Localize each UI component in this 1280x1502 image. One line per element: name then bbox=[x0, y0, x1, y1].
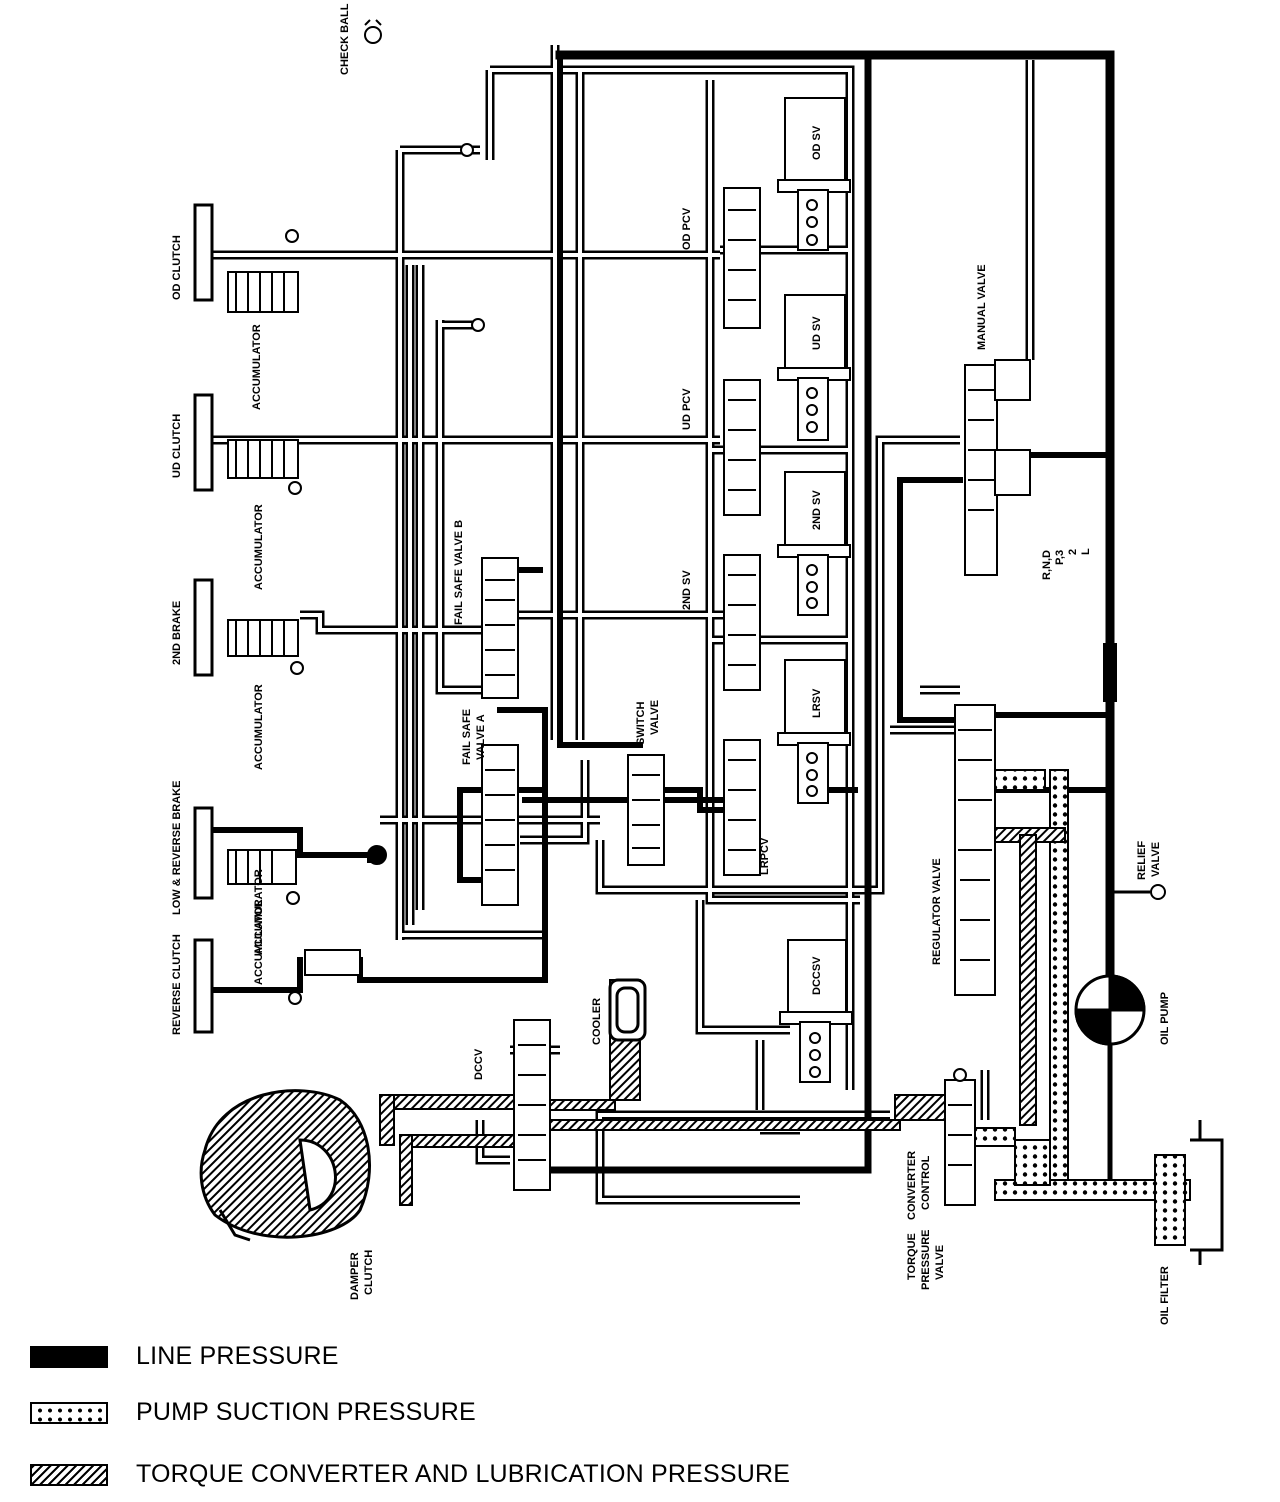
label-range-2: P,3 bbox=[1054, 550, 1066, 565]
label-tcc-1: TORQUE bbox=[906, 1233, 918, 1280]
label-oil-pump: OIL PUMP bbox=[1159, 992, 1171, 1045]
relief-valve bbox=[1110, 884, 1166, 900]
label-manual-valve: MANUAL VALVE bbox=[976, 264, 988, 350]
ud-sv bbox=[777, 294, 851, 441]
label-reverse-clutch: REVERSE CLUTCH bbox=[171, 934, 183, 1035]
cooler bbox=[608, 978, 647, 1042]
line-pressure-label: LINE PRESSURE bbox=[136, 1342, 339, 1370]
reverse-accumulator bbox=[288, 949, 361, 1005]
label-fail-safe-a-1: FAIL SAFE bbox=[461, 709, 473, 765]
torque-pressure-valve bbox=[944, 1068, 976, 1206]
2nd-pcv bbox=[723, 554, 761, 691]
label-range-3: 2 bbox=[1067, 549, 1079, 555]
label-ud-clutch: UD CLUTCH bbox=[171, 414, 183, 478]
label-lrsv: LRSV bbox=[811, 688, 823, 718]
dccv-valve bbox=[513, 1019, 551, 1191]
label-relief-1: RELIEF bbox=[1136, 841, 1148, 880]
ud-pcv bbox=[723, 379, 761, 516]
label-fail-safe-a-2: VALVE A bbox=[475, 714, 487, 760]
accumulators bbox=[227, 229, 361, 1005]
label-accumulator-4: ACCUMULATOR bbox=[253, 869, 265, 955]
torque-converter-label: TORQUE CONVERTER AND LUBRICATION PRESSUR… bbox=[136, 1460, 791, 1488]
label-damper-2: CLUTCH bbox=[363, 1250, 375, 1295]
ud-accumulator bbox=[227, 439, 302, 495]
low-reverse-accumulator bbox=[227, 849, 300, 905]
thin-passages bbox=[212, 45, 1035, 1205]
manual-valve bbox=[964, 359, 1031, 576]
od-accumulator bbox=[227, 229, 299, 313]
oil-pump bbox=[1074, 974, 1146, 1180]
oil-filter bbox=[1190, 1120, 1224, 1265]
label-dccsv: DCCSV bbox=[811, 956, 823, 995]
pump-suction-swatch bbox=[30, 1401, 108, 1424]
label-switch-2: VALVE bbox=[649, 700, 661, 735]
label-accumulator-3: ACCUMULATOR bbox=[253, 684, 265, 770]
label-tcc-2: PRESSURE bbox=[920, 1229, 932, 1290]
label-dccv: DCCV bbox=[473, 1048, 485, 1080]
lrpcv-valve bbox=[723, 739, 761, 876]
label-2nd-sv-solenoid: 2ND SV bbox=[811, 490, 823, 530]
reverse-clutch-plate bbox=[193, 938, 214, 1034]
label-accumulator-1: ACCUMULATOR bbox=[251, 324, 263, 410]
spool-valves bbox=[481, 187, 1031, 1206]
label-range-4: L bbox=[1080, 548, 1092, 555]
label-cooler: COOLER bbox=[591, 998, 603, 1045]
line-pressure-passages bbox=[209, 50, 1117, 1174]
od-clutch-plate bbox=[193, 203, 214, 302]
label-accumulator-2: ACCUMULATOR bbox=[253, 504, 265, 590]
label-fail-safe-b: FAIL SAFE VALVE B bbox=[453, 520, 465, 625]
solenoid-valves bbox=[777, 97, 853, 1083]
label-regulator-valve: REGULATOR VALVE bbox=[931, 858, 943, 965]
label-low-reverse-brake: LOW & REVERSE BRAKE bbox=[171, 781, 183, 915]
2nd-brake-plate bbox=[193, 578, 214, 677]
line-pressure-swatch bbox=[30, 1345, 108, 1368]
converter-lube-passages bbox=[379, 827, 1066, 1206]
check-ball bbox=[364, 19, 485, 865]
label-ud-sv: UD SV bbox=[811, 316, 823, 350]
fail-safe-valve-a bbox=[481, 744, 519, 906]
regulator-valve bbox=[954, 704, 996, 996]
label-switch-1: SWITCH bbox=[635, 702, 647, 745]
label-od-pcv: OD PCV bbox=[681, 207, 693, 250]
label-accumulator-5: ACCUMULATOR bbox=[253, 899, 265, 985]
label-check-ball: CHECK BALL bbox=[339, 3, 351, 75]
pump-suction-label: PUMP SUCTION PRESSURE bbox=[136, 1398, 476, 1426]
label-2nd-brake: 2ND BRAKE bbox=[171, 601, 183, 665]
label-ud-pcv: UD PCV bbox=[681, 388, 693, 430]
label-conv-2: CONTROL bbox=[920, 1155, 932, 1210]
label-od-sv: OD SV bbox=[811, 125, 823, 160]
torque-converter-swatch bbox=[30, 1463, 108, 1486]
pump-suction-passages bbox=[944, 769, 1191, 1246]
2nd-accumulator bbox=[227, 619, 304, 675]
component-labels: CHECK BALL OD CLUTCH UD CLUTCH 2ND BRAKE… bbox=[171, 3, 1171, 1325]
label-damper-1: DAMPER bbox=[349, 1252, 361, 1300]
clutch-plates bbox=[193, 203, 214, 1034]
legend-pump-suction: PUMP SUCTION PRESSURE bbox=[30, 1398, 476, 1427]
label-lrpcv: LRPCV bbox=[759, 837, 771, 875]
label-oil-filter: OIL FILTER bbox=[1159, 1266, 1171, 1325]
2nd-sv bbox=[777, 471, 851, 616]
label-2nd-sv: 2ND SV bbox=[681, 570, 693, 610]
legend-torque-converter: TORQUE CONVERTER AND LUBRICATION PRESSUR… bbox=[30, 1460, 790, 1489]
torque-converter bbox=[199, 1089, 371, 1242]
label-conv-1: CONVERTER bbox=[906, 1151, 918, 1220]
od-pcv bbox=[723, 187, 761, 329]
fail-safe-valve-b bbox=[481, 557, 519, 699]
label-tcc-3: VALVE bbox=[934, 1245, 946, 1280]
lrsv bbox=[777, 659, 851, 804]
switch-valve bbox=[627, 754, 665, 866]
ud-clutch-plate bbox=[193, 393, 214, 492]
od-sv bbox=[777, 97, 851, 251]
label-range-1: R,N,D bbox=[1041, 550, 1053, 580]
label-relief-2: VALVE bbox=[1150, 842, 1162, 877]
dccsv bbox=[779, 939, 853, 1083]
label-od-clutch: OD CLUTCH bbox=[171, 235, 183, 300]
legend-line-pressure: LINE PRESSURE bbox=[30, 1342, 339, 1371]
low-reverse-brake-plate bbox=[193, 806, 214, 900]
